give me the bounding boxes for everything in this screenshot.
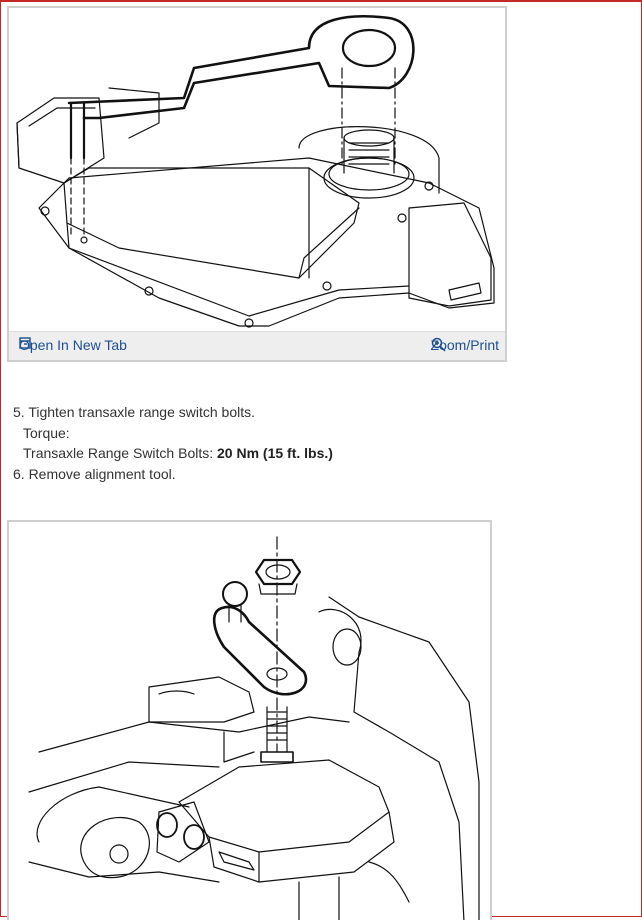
torque-label: Torque: [23,424,70,441]
figure-2 [7,520,492,920]
spec-label: Transaxle Range Switch Bolts: [23,445,218,461]
zoom-print-label: Zoom/Print [430,337,499,353]
open-new-tab-label: Open In New Tab [19,337,127,353]
open-new-tab-link[interactable]: Open In New Tab [19,337,127,353]
figure-toolbar: Open In New Tab Zoom/Print [9,331,505,360]
zoom-print-link[interactable]: Zoom/Print [431,337,499,353]
procedure-steps: 5. Tighten transaxle range switch bolts.… [13,402,333,484]
zoom-icon [431,337,446,352]
shift-lever-diagram [28,536,480,920]
figure-1: Open In New Tab Zoom/Print [7,6,507,362]
external-window-icon [19,337,31,349]
spec-value: 20 Nm (15 ft. lbs.) [217,445,333,461]
step-5: 5. Tighten transaxle range switch bolts. [13,404,256,420]
step-6: 6. Remove alignment tool. [13,465,176,482]
torque-spec: Transaxle Range Switch Bolts: 20 Nm (15 … [13,443,333,464]
alignment-tool-diagram [16,15,495,328]
